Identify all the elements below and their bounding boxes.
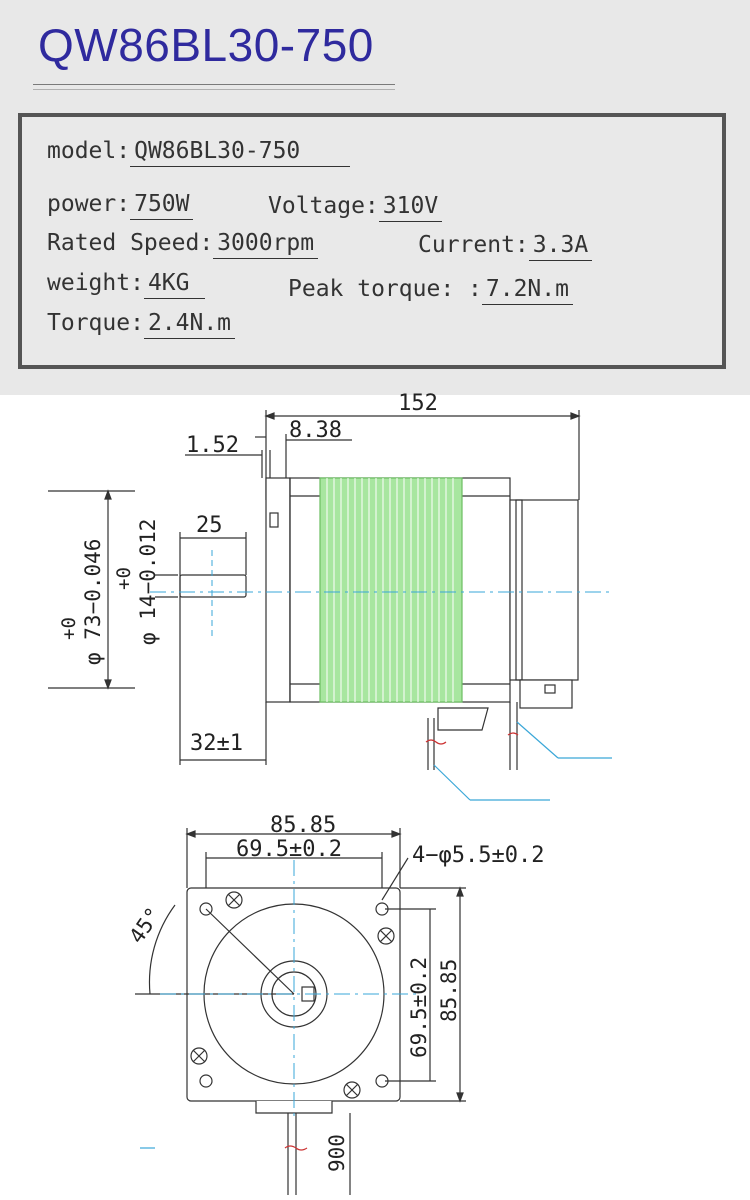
- speed-label: Rated Speed:: [47, 230, 214, 256]
- side-view: [48, 410, 612, 801]
- dim-25: 25: [196, 513, 223, 538]
- model-value: QW86BL30-750: [130, 140, 351, 167]
- current-value: 3.3A: [528, 234, 593, 261]
- dim-32: 32±1: [190, 731, 243, 756]
- dim-85-85-side: 85.85: [437, 959, 461, 1022]
- spec-peak-torque: Peak torque: :7.2N.m: [288, 278, 573, 305]
- dim-45-deg: 45°: [124, 903, 165, 948]
- weight-label: weight:: [47, 270, 144, 296]
- power-value: 750W: [130, 193, 194, 220]
- spec-model: model:QW86BL30-750: [47, 138, 351, 167]
- current-label: Current:: [418, 232, 529, 258]
- dim-85-85-top: 85.85: [270, 813, 336, 838]
- dim-shaft-tol: +0: [113, 567, 135, 590]
- spec-torque: Torque:2.4N.m: [47, 310, 236, 339]
- dim-flange-dia: φ 73−0.046: [81, 539, 105, 665]
- dim-8-38: 8.38: [289, 418, 342, 443]
- title-underline: [33, 84, 395, 85]
- page-title: QW86BL30-750: [38, 19, 374, 71]
- dim-69-5-side: 69.5±0.2: [407, 957, 431, 1058]
- dim-69-5-top: 69.5±0.2: [236, 837, 342, 862]
- model-label: model:: [47, 138, 131, 164]
- dim-hole-callout: 4−φ5.5±0.2: [412, 843, 544, 868]
- power-label: power:: [47, 191, 131, 217]
- dim-shaft-dia: φ 14−0.012: [136, 519, 160, 645]
- dim-900: 900: [325, 1134, 349, 1172]
- dim-flange-tol: +0: [58, 617, 80, 640]
- spec-current: Current:3.3A: [418, 232, 593, 261]
- speed-value: 3000rpm: [213, 232, 319, 259]
- spec-table: [18, 113, 726, 369]
- weight-value: 4KG: [143, 272, 206, 299]
- title-underline-secondary: [33, 89, 395, 90]
- peak-torque-value: 7.2N.m: [481, 278, 573, 305]
- dim-152: 152: [398, 391, 438, 416]
- dim-1-52: 1.52: [186, 433, 239, 458]
- torque-label: Torque:: [47, 310, 144, 336]
- torque-value: 2.4N.m: [143, 312, 236, 339]
- spec-power: power:750W: [47, 191, 194, 220]
- peak-torque-label: Peak torque: :: [288, 276, 482, 302]
- voltage-value: 310V: [378, 195, 443, 222]
- spec-speed: Rated Speed:3000rpm: [47, 230, 319, 259]
- spec-weight: weight:4KG: [47, 270, 206, 299]
- voltage-label: Voltage:: [268, 193, 379, 219]
- spec-voltage: Voltage:310V: [268, 193, 443, 222]
